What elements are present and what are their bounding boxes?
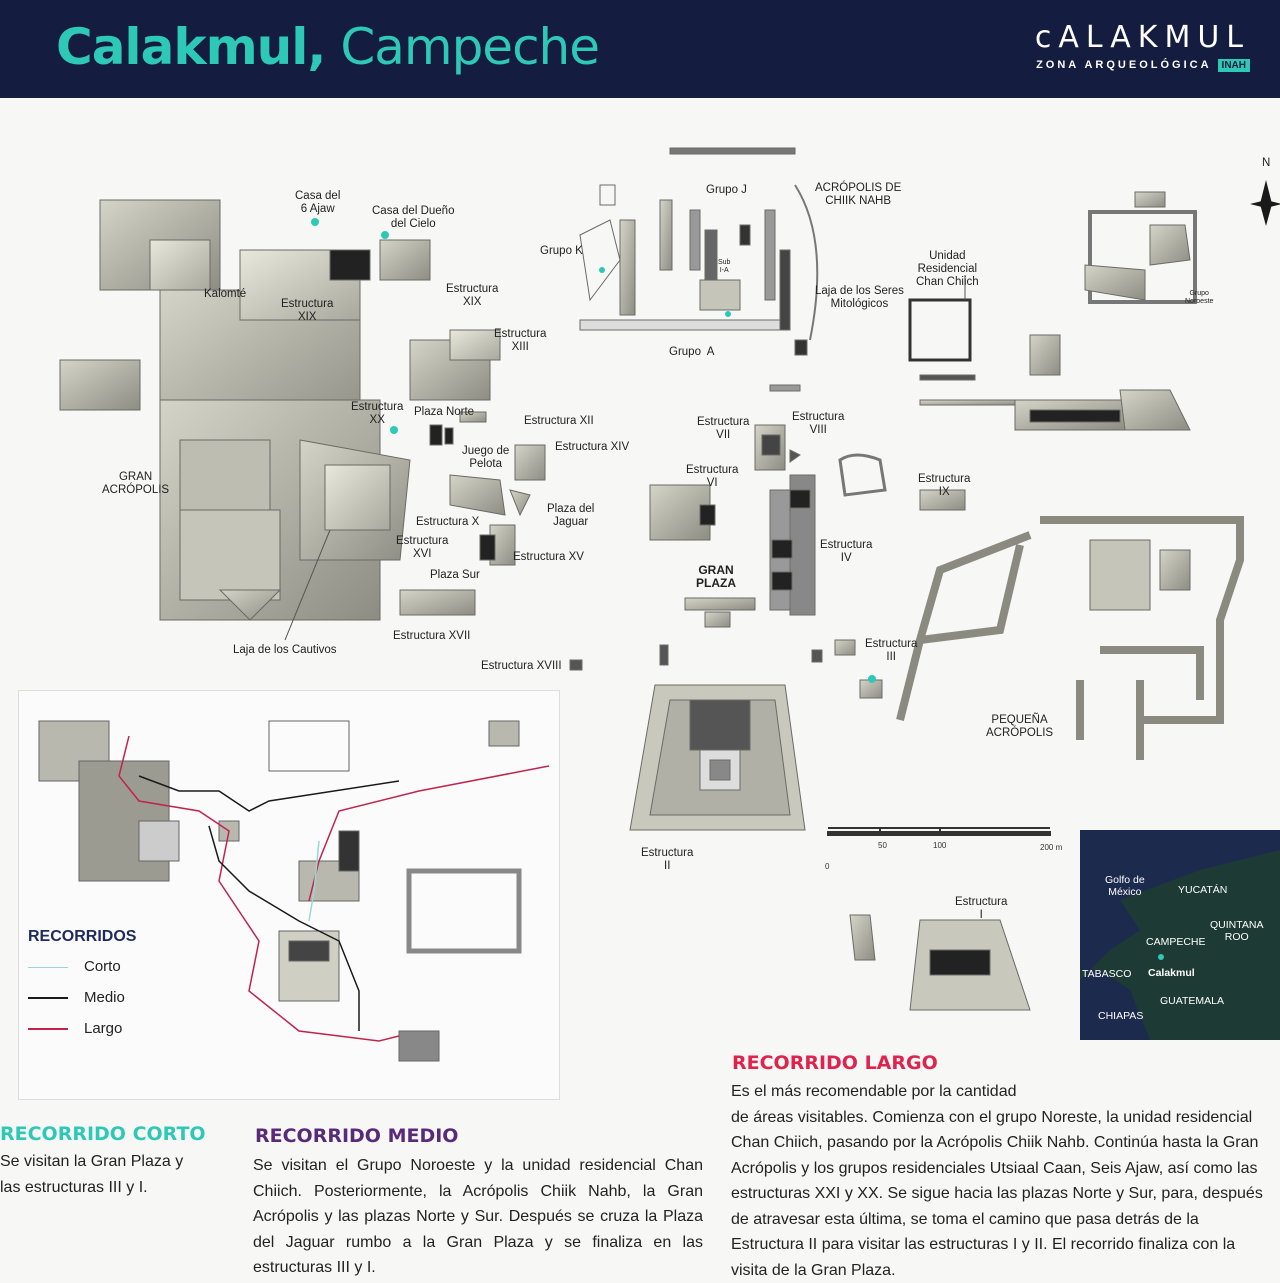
label-estructura-xvii: Estructura XVII [393,630,471,642]
label-estructura-xiii: Estructura XIII [494,328,547,353]
label-chan-chiich: Unidad Residencial Chan Chiich [916,250,979,288]
noroeste-buildings [908,191,1197,431]
legend-line-medio [28,997,68,1000]
label-grupo-noroeste: Grupo Noroeste [1185,290,1214,305]
logo-name: cALAKMUL [1034,20,1250,55]
locator-calakmul: Calakmul [1148,967,1195,979]
locator-golfo: Golfo de México [1105,874,1145,898]
logo-subtitle: ZONA ARQUEOLÓGICA INAH [1035,59,1250,72]
label-plaza-norte: Plaza Norte [414,406,475,418]
locator-land [1080,850,1280,1040]
label-estructura-i: Estructura I [955,896,1008,921]
legend-item-corto: Corto [28,958,121,975]
legend-label-corto: Corto [84,958,121,975]
title-site: Calakmul, [56,18,326,76]
label-estructura-xix-a: Estructura XIX [281,298,334,323]
route-medio-title: RECORRIDO MEDIO [255,1125,459,1147]
routes-inset-map [18,690,560,1100]
calakmul-logo: cALAKMUL ZONA ARQUEOLÓGICA INAH [1035,20,1250,72]
label-estructura-xvi: Estructura XVI [396,535,449,560]
page-title: Calakmul, Campeche [56,18,600,76]
label-plaza-jaguar: Plaza del Jaguar [547,503,595,528]
calakmul-location-dot [1158,954,1164,960]
label-laja-seres: Laja de los Seres Mitológicos [815,285,904,310]
inah-logo: INAH [1217,59,1250,72]
label-acropolis-chiik-nahb: ACRÓPOLIS DE CHIIK NAHB [815,182,902,207]
gran-acropolis-buildings [59,199,583,671]
label-casa-dueno-cielo: Casa del Dueño del Cielo [372,205,455,230]
legend-label-largo: Largo [84,1020,123,1037]
label-casa-6-ajaw: Casa del 6 Ajaw [295,190,341,215]
legend-title: RECORRIDOS [28,928,137,945]
locator-tabasco: TABASCO [1082,968,1132,980]
label-estructura-xx: Estructura XX [351,401,404,426]
locator-map: Golfo de México YUCATÁN QUINTANA ROO CAM… [1080,830,1280,1040]
label-gran-acropolis: GRAN ACRÓPOLIS [102,471,170,496]
north-label: N [1262,157,1271,169]
label-estructura-iii: Estructura III [865,638,918,663]
route-largo-text: Es el más recomendable por la cantidad d… [731,1083,1263,1279]
label-grupo-k: Grupo K [540,245,583,257]
label-estructura-xiv: Estructura XIV [555,441,630,453]
label-estructura-xviii: Estructura XVIII [481,660,562,672]
header-banner: Calakmul, Campeche cALAKMUL ZONA ARQUEOL… [0,0,1280,98]
label-plaza-sur: Plaza Sur [430,569,480,581]
scale-50: 50 [878,841,887,850]
legend-line-largo [28,1028,68,1031]
locator-campeche: CAMPECHE [1146,936,1206,948]
label-estructura-ii: Estructura II [641,847,694,872]
label-sub-ia: Sub I-A [718,259,731,274]
scale-zero: 0 [825,862,830,871]
legend-line-corto [28,966,68,968]
locator-guatemala: GUATEMALA [1160,995,1224,1007]
estructura-iii-iv [811,539,1191,699]
locator-yucatan: YUCATÁN [1178,884,1228,896]
leader-lines [284,275,966,641]
label-kalomte: Kalomté [204,288,247,300]
label-estructura-xv: Estructura XV [513,551,584,563]
estructura-i [849,914,1031,1011]
legend-item-largo: Largo [28,1020,122,1037]
label-estructura-vi: Estructura VI [686,464,739,489]
routes-inset-svg [38,720,550,1062]
locator-quintana-roo: QUINTANA ROO [1210,919,1264,943]
label-estructura-xii: Estructura XII [524,415,594,427]
locator-chiapas: CHIAPAS [1098,1010,1144,1022]
gran-plaza-buildings [649,424,966,666]
legend-label-medio: Medio [84,989,125,1006]
label-estructura-ix: Estructura IX [918,473,971,498]
north-arrow-icon [1250,180,1280,226]
label-grupo-a: Grupo A [669,346,715,358]
label-gran-plaza: GRAN PLAZA [696,563,736,590]
legend-item-medio: Medio [28,989,125,1006]
label-juego-pelota: Juego de Pelota [462,445,510,470]
site-map [59,147,1280,1011]
route-medio-text: Se visitan el Grupo Noroeste y la unidad… [253,1157,703,1276]
route-largo-title: RECORRIDO LARGO [732,1052,938,1074]
label-grupo-j: Grupo J [706,184,747,196]
route-corto-title: RECORRIDO CORTO [0,1123,206,1145]
map-points [311,218,876,683]
label-laja-cautivos: Laja de los Cautivos [233,644,337,656]
pequena-acropolis-buildings [896,516,1244,760]
grupo-a-buildings [579,147,819,392]
route-corto-text: Se visitan la Gran Plaza y las estructur… [0,1153,184,1196]
title-state: Campeche [340,18,600,76]
label-estructura-viii: Estructura VIII [792,411,845,436]
label-estructura-iv: Estructura IV [820,539,873,564]
label-estructura-vii: Estructura VII [697,416,750,441]
logo-zone-text: ZONA ARQUEOLÓGICA [1036,59,1212,71]
label-estructura-x: Estructura X [416,516,480,528]
label-pequena-acropolis: PEQUEÑA ACRÓPOLIS [986,714,1054,739]
scale-bar [827,827,1051,836]
scale-100: 100 [933,841,947,850]
estructura-ii [629,684,806,831]
label-estructura-xix-b: Estructura XIX [446,283,499,308]
scale-200: 200 m [1040,843,1063,852]
